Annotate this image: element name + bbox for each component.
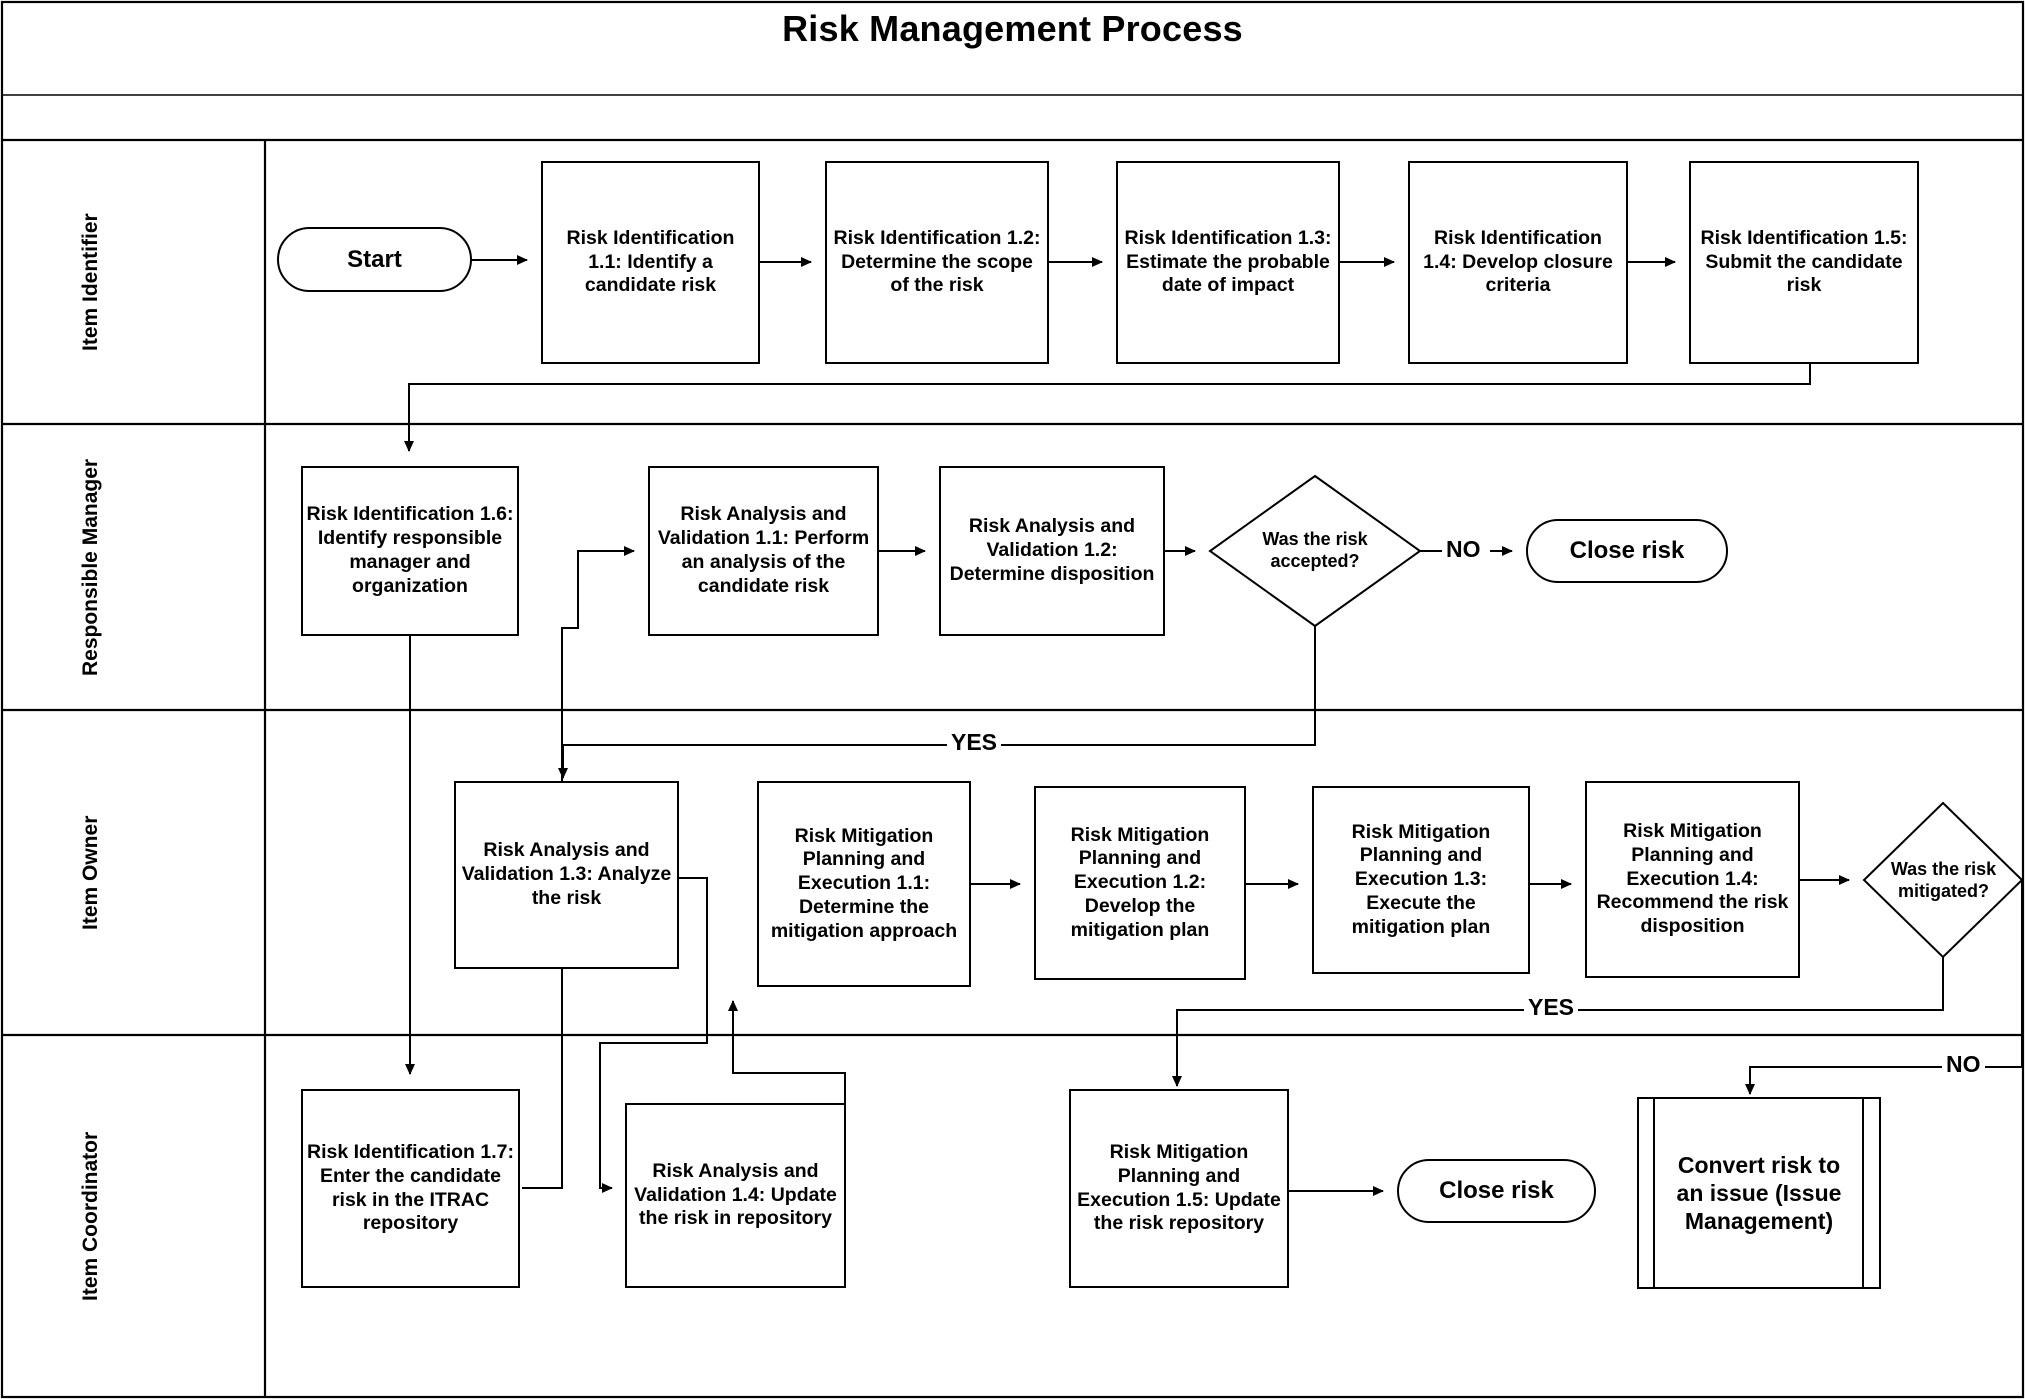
sidebar-item-item-identifier: Item Identifier — [79, 213, 102, 351]
edge-label-no-accepted: NO — [1442, 536, 1485, 563]
node-ri11-shape[interactable] — [541, 161, 760, 364]
edge-ri15-ri16 — [404, 363, 1811, 452]
edges-lane3 — [970, 875, 1850, 889]
edge-rav14-rmpe11 — [728, 1000, 846, 1106]
node-close2-shape[interactable] — [1397, 1159, 1596, 1223]
node-rmpe14-shape[interactable] — [1585, 781, 1800, 978]
node-dec2-shape[interactable] — [1862, 801, 2024, 959]
node-ri14-shape[interactable] — [1408, 161, 1628, 364]
node-start-shape[interactable] — [277, 227, 472, 292]
node-convert-shape[interactable] — [1637, 1097, 1881, 1289]
edge-dec2-no-convert — [1745, 880, 2023, 1095]
node-rav13-shape[interactable] — [454, 781, 679, 969]
node-rmpe11-shape[interactable] — [757, 781, 971, 987]
node-ri17-shape[interactable] — [301, 1089, 520, 1288]
node-rmpe13-shape[interactable] — [1312, 786, 1530, 974]
node-ri12-shape[interactable] — [825, 161, 1049, 364]
edge-label-no-mitigated: NO — [1942, 1051, 1985, 1078]
node-dec1-shape[interactable] — [1208, 474, 1422, 628]
node-ri13-shape[interactable] — [1116, 161, 1340, 364]
node-rmpe15-shape[interactable] — [1069, 1089, 1289, 1288]
node-close1-shape[interactable] — [1526, 519, 1728, 583]
edge-label-yes-mitigated: YES — [1524, 994, 1579, 1021]
sidebar-item-responsible-manager: Responsible Manager — [79, 458, 102, 676]
node-ri16-shape[interactable] — [301, 466, 519, 636]
edge-rav13-rav14 — [599, 877, 708, 1193]
page-title: Risk Management Process — [782, 8, 1243, 49]
sidebar-item-item-coordinator: Item Coordinator — [79, 1131, 102, 1301]
edge-dec1-yes-rav13 — [558, 626, 1316, 779]
node-rav14-shape[interactable] — [625, 1103, 846, 1288]
sidebar-item-item-owner: Item Owner — [79, 815, 102, 930]
node-rmpe12-shape[interactable] — [1034, 786, 1246, 980]
edge-ri17-rav11 — [522, 546, 635, 1189]
edges-lane1 — [471, 255, 1676, 267]
node-rav12-shape[interactable] — [939, 466, 1165, 636]
edge-label-yes-accepted: YES — [947, 729, 1002, 756]
node-ri15-shape[interactable] — [1689, 161, 1919, 364]
node-rav11-shape[interactable] — [648, 466, 879, 636]
